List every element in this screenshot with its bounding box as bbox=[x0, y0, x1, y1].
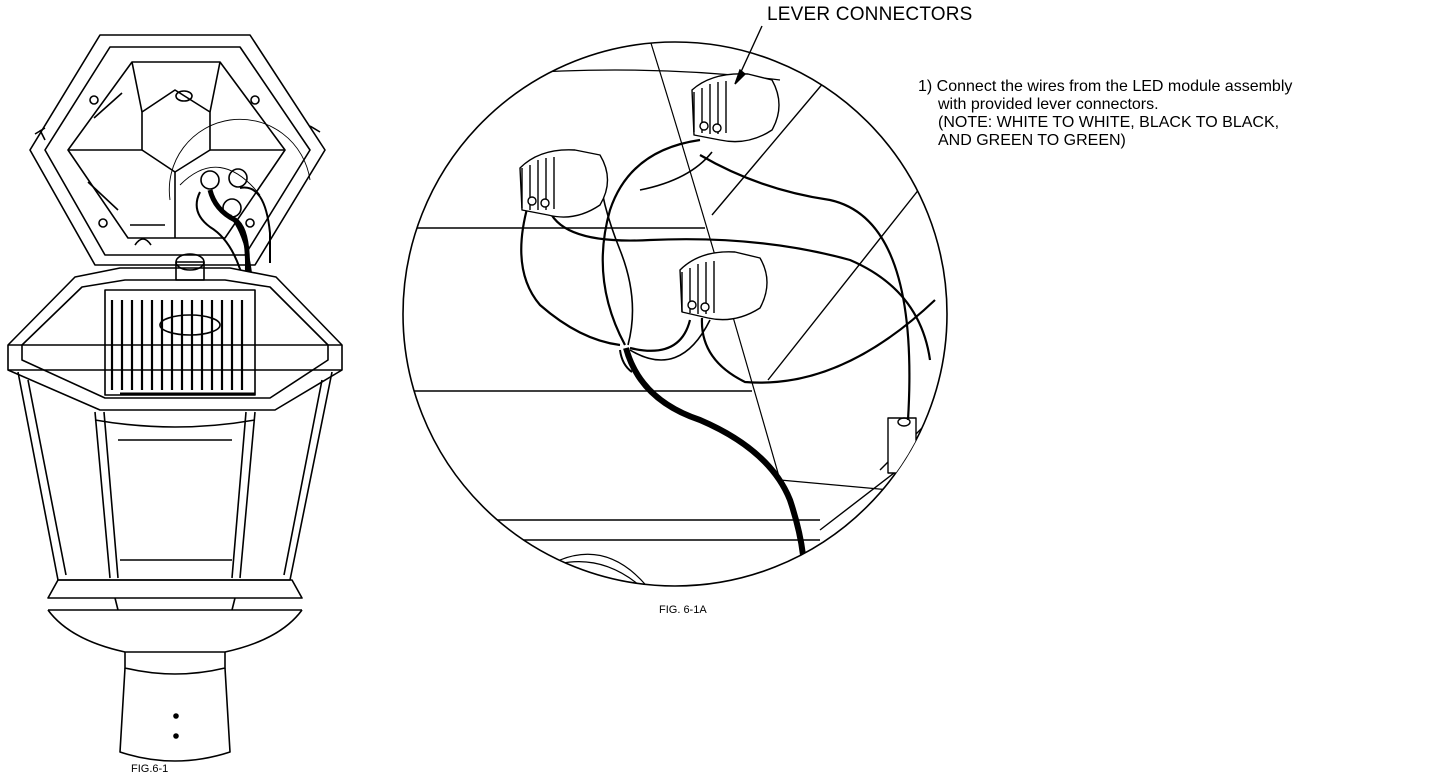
detail-view bbox=[402, 41, 948, 587]
lever-connector bbox=[519, 149, 609, 218]
lever-connector bbox=[691, 73, 780, 143]
figure-label-detail: FIG. 6-1A bbox=[659, 604, 707, 616]
instruction-line-3: (NOTE: WHITE TO WHITE, BLACK TO BLACK, bbox=[938, 114, 1280, 131]
lever-connectors-callout: LEVER CONNECTORS bbox=[767, 4, 973, 25]
instruction-step: 1) Connect the wires from the LED module… bbox=[918, 78, 1438, 150]
lever-connector bbox=[679, 251, 768, 321]
lantern-fixture-drawing bbox=[7, 34, 343, 762]
instruction-line-1: 1) Connect the wires from the LED module… bbox=[918, 78, 1293, 95]
callout-leader bbox=[734, 25, 763, 85]
instruction-line-2: with provided lever connectors. bbox=[938, 96, 1159, 113]
lantern-head bbox=[7, 253, 343, 411]
lantern-body bbox=[17, 371, 333, 762]
figure-label-main: FIG.6-1 bbox=[131, 763, 169, 775]
lantern-lid bbox=[29, 34, 326, 266]
instruction-line-4: AND GREEN TO GREEN) bbox=[938, 132, 1126, 149]
